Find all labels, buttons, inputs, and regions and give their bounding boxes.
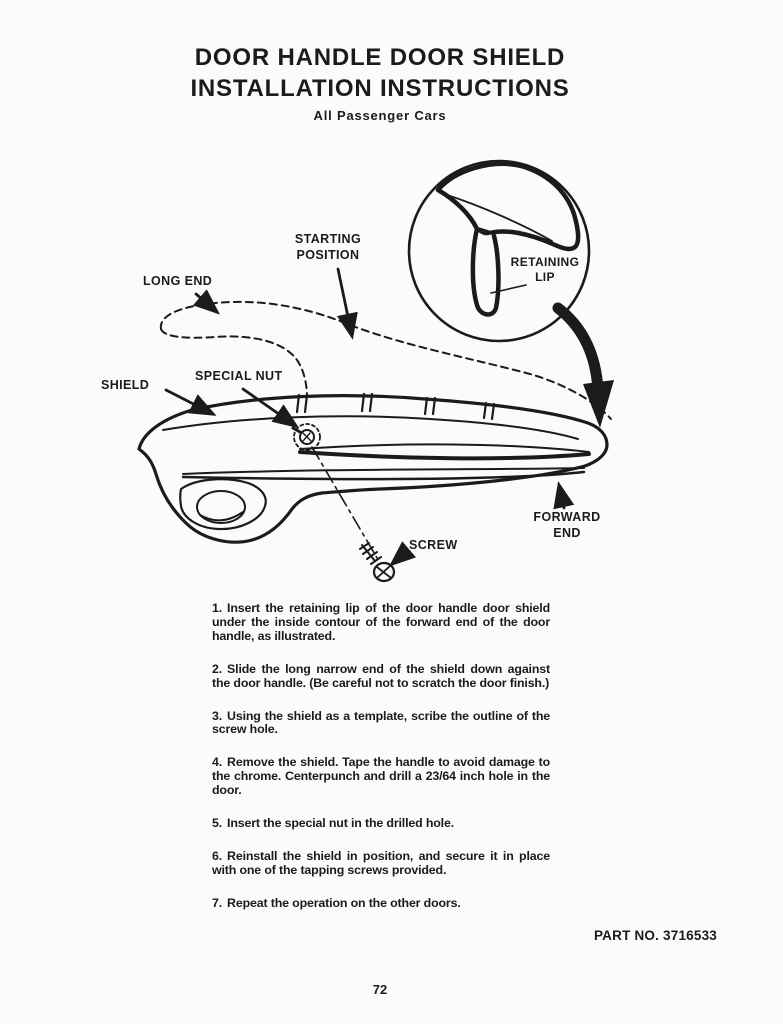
step-number: 3. [212,708,223,723]
step-text: Using the shield as a template, scribe t… [212,708,550,737]
step-number: 1. [212,601,223,615]
label-retaining-lip-line2: LIP [535,270,555,284]
step-number: 7. [212,895,223,910]
label-special-nut: SPECIAL NUT [195,369,283,383]
label-arrows [164,267,575,567]
title-block: DOOR HANDLE DOOR SHIELD INSTALLATION INS… [0,42,760,123]
inset-circle-detail [407,159,591,343]
label-retaining-lip: RETAINING LIP [503,255,587,285]
label-starting-position-line2: POSITION [296,248,360,262]
instruction-step: 7. Repeat the operation on the other door… [212,895,550,911]
instruction-step: 1.Insert the retaining lip of the door h… [212,601,550,644]
step-text: Insert the special nut in the drilled ho… [227,816,454,831]
part-number: PART NO. 3716533 [593,928,717,943]
step-number: 5. [212,816,223,831]
label-starting-position-line1: STARTING [294,232,362,246]
door-handle-drawing [137,392,609,564]
instruction-step: 4.Remove the shield. Tape the handle to … [212,755,550,798]
step-text: Repeat the operation on the other doors. [227,895,461,910]
screw-drawing [359,542,396,583]
label-forward-end: FORWARD END [527,509,607,541]
instruction-step: 5. Insert the special nut in the drilled … [212,816,550,831]
page-title-line2: INSTALLATION INSTRUCTIONS [190,75,570,102]
step-text: Slide the long narrow end of the shield … [212,661,550,690]
page-subtitle: All Passenger Cars [313,108,447,123]
step-number: 2. [212,661,223,676]
instruction-step: 3.Using the shield as a template, scribe… [212,708,550,738]
step-number: 6. [212,848,223,863]
page-title-line1: DOOR HANDLE DOOR SHIELD [194,44,566,71]
label-starting-position: STARTING POSITION [284,231,372,263]
special-nut-drawing [291,423,321,451]
instructions-list: 1.Insert the retaining lip of the door h… [212,601,550,930]
label-long-end: LONG END [143,274,213,288]
step-text: Remove the shield. Tape the handle to av… [212,755,550,798]
label-screw: SCREW [409,538,458,552]
label-shield: SHIELD [101,378,150,392]
page-number: 72 [372,982,388,997]
label-forward-end-line1: FORWARD [533,510,601,524]
label-retaining-lip-line1: RETAINING [510,255,580,269]
instruction-step: 6.Reinstall the shield in position, and … [212,848,550,878]
transfer-arrow [552,302,614,428]
step-number: 4. [212,755,223,770]
step-text: Insert the retaining lip of the door han… [212,601,550,643]
instruction-step: 2.Slide the long narrow end of the shiel… [212,661,550,691]
label-forward-end-line2: END [553,526,581,540]
step-text: Reinstall the shield in position, and se… [212,848,550,877]
